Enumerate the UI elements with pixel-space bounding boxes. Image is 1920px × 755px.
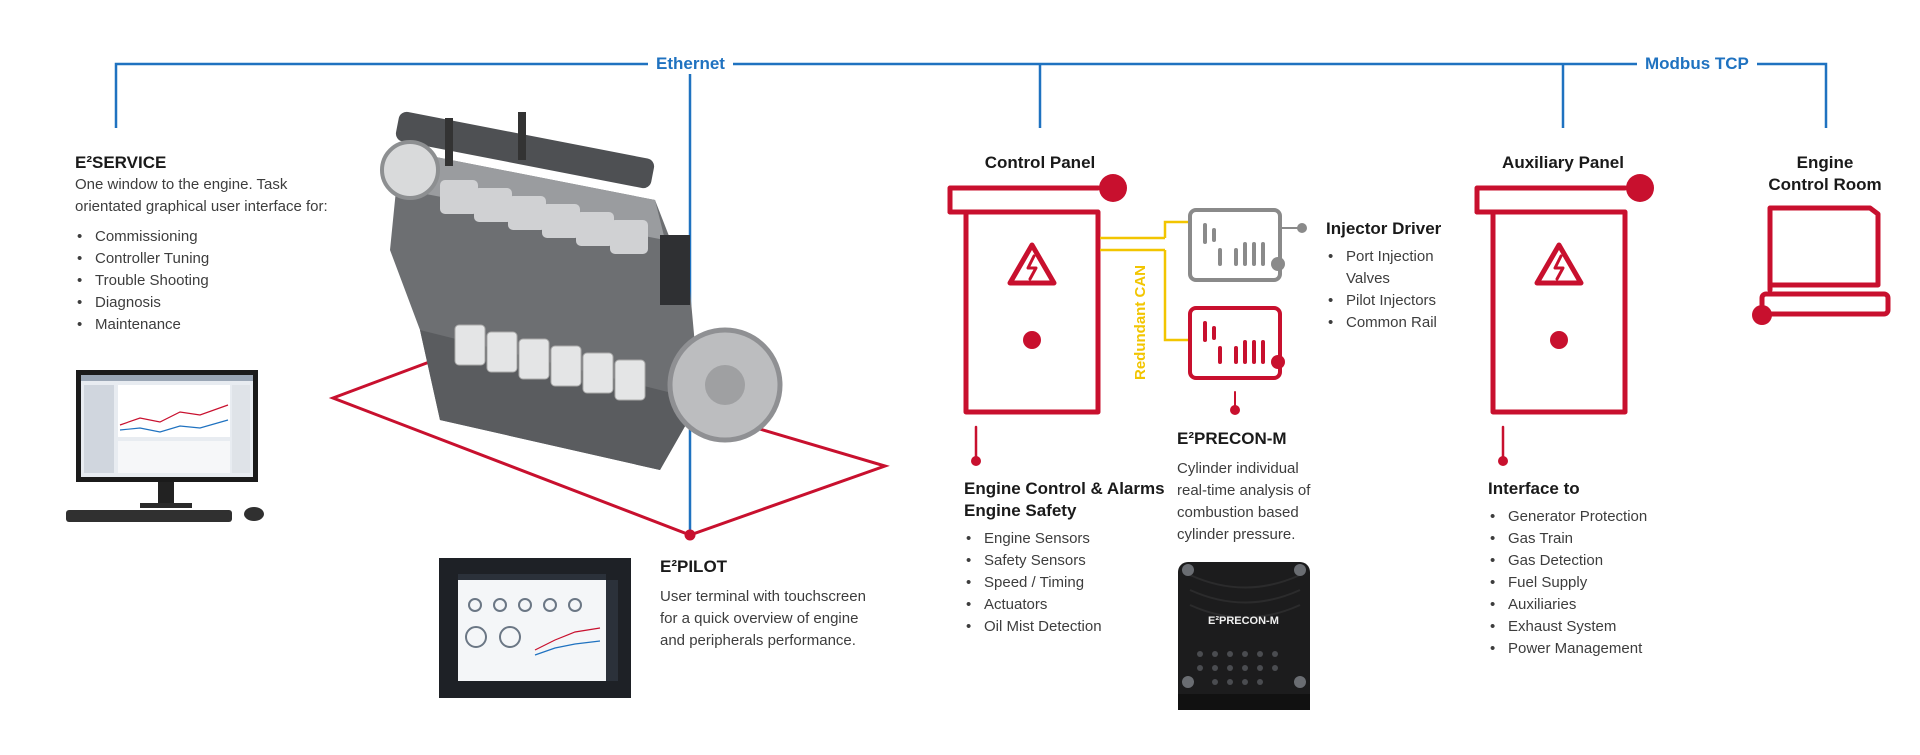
list-item: Fuel Supply — [1488, 572, 1688, 594]
list-item: Speed / Timing — [964, 572, 1174, 594]
engine-control-room-title-2: Control Room — [1768, 175, 1882, 195]
list-item: Generator Protection — [1488, 506, 1688, 528]
auxiliary-panel-corner-dot — [1626, 174, 1654, 202]
control-panel-title: Control Panel — [984, 153, 1096, 172]
injector-driver-list: Port Injection Valves Pilot Injectors Co… — [1326, 246, 1476, 334]
e2pilot-terminal-image — [439, 558, 631, 698]
e2pilot-description: User terminal with touchscreen for a qui… — [660, 588, 866, 650]
e2service-block: E²SERVICE One window to the engine. Task… — [75, 152, 335, 336]
control-panel-indicator-dot — [1023, 331, 1041, 349]
e2precon-side-dot — [1271, 355, 1285, 369]
list-item: Common Rail — [1326, 312, 1476, 334]
control-panel-block: Engine Control & Alarms Engine Safety En… — [964, 478, 1174, 638]
laptop-icon — [1759, 205, 1891, 317]
laptop-dot — [1752, 305, 1772, 325]
engine-control-room-title-1: Engine — [1796, 153, 1854, 172]
control-panel-subtitle-1: Engine Control & Alarms — [964, 479, 1165, 498]
injector-driver-side-dot — [1271, 257, 1285, 271]
control-panel-cabinet-icon — [947, 185, 1101, 462]
e2pilot-title: E²PILOT — [660, 557, 728, 576]
engine-control-room-block: Engine Control Room — [1745, 152, 1905, 196]
list-item: Diagnosis — [75, 292, 335, 314]
e2precon-description: Cylinder individual real-time analysis o… — [1177, 460, 1311, 544]
e2service-list: Commissioning Controller Tuning Trouble … — [75, 226, 335, 336]
redundant-can-label: Redundant CAN — [1132, 265, 1149, 380]
auxiliary-panel-block: Interface to Generator Protection Gas Tr… — [1488, 478, 1688, 660]
modbus-tcp-label: Modbus TCP — [1637, 54, 1757, 74]
control-panel-subtitle-2: Engine Safety — [964, 501, 1077, 521]
list-item: Auxiliaries — [1488, 594, 1688, 616]
ethernet-label: Ethernet — [648, 54, 733, 74]
list-item: Engine Sensors — [964, 528, 1174, 550]
e2precon-hardware-image — [1178, 562, 1310, 710]
e2precon-icon — [1188, 306, 1282, 409]
injector-driver-block: Injector Driver Port Injection Valves Pi… — [1326, 218, 1476, 334]
list-item: Exhaust System — [1488, 616, 1688, 638]
list-item: Commissioning — [75, 226, 335, 248]
control-panel-output-dot — [971, 456, 981, 466]
auxiliary-panel-indicator-dot — [1550, 331, 1568, 349]
list-item: Gas Train — [1488, 528, 1688, 550]
control-panel-corner-dot — [1099, 174, 1127, 202]
e2service-description: One window to the engine. Task orientate… — [75, 176, 328, 216]
list-item: Actuators — [964, 594, 1174, 616]
injector-driver-title: Injector Driver — [1326, 219, 1442, 238]
e2service-computer-image — [66, 370, 264, 522]
network-lines — [114, 62, 1828, 535]
auxiliary-panel-output-dot — [1498, 456, 1508, 466]
control-panel-list: Engine Sensors Safety Sensors Speed / Ti… — [964, 528, 1174, 638]
list-item: Trouble Shooting — [75, 270, 335, 292]
list-item: Pilot Injectors — [1326, 290, 1476, 312]
e2pilot-connection-dot — [684, 529, 696, 541]
e2service-title: E²SERVICE — [75, 153, 167, 172]
e2precon-output-dot — [1230, 405, 1240, 415]
list-item: Controller Tuning — [75, 248, 335, 270]
redundant-can-lines — [1100, 220, 1190, 342]
e2precon-block: E²PRECON-M Cylinder individual real-time… — [1177, 428, 1327, 546]
list-item: Port Injection Valves — [1326, 246, 1446, 290]
e2precon-device-label: E²PRECON-M — [1208, 615, 1279, 627]
list-item: Safety Sensors — [964, 550, 1174, 572]
auxiliary-panel-list: Generator Protection Gas Train Gas Detec… — [1488, 506, 1688, 660]
auxiliary-panel-title: Auxiliary Panel — [1502, 153, 1624, 172]
list-item: Oil Mist Detection — [964, 616, 1174, 638]
list-item: Maintenance — [75, 314, 335, 336]
injector-driver-output-dot — [1297, 223, 1307, 233]
auxiliary-panel-subtitle: Interface to — [1488, 479, 1580, 498]
engine-illustration — [380, 111, 783, 470]
ethernet-bus-line — [114, 62, 1828, 128]
auxiliary-panel-cabinet-icon — [1474, 185, 1628, 462]
list-item: Power Management — [1488, 638, 1688, 660]
injector-driver-icon — [1188, 208, 1301, 282]
e2precon-title: E²PRECON-M — [1177, 429, 1287, 448]
e2pilot-block: E²PILOT User terminal with touchscreen f… — [660, 556, 875, 652]
list-item: Gas Detection — [1488, 550, 1688, 572]
